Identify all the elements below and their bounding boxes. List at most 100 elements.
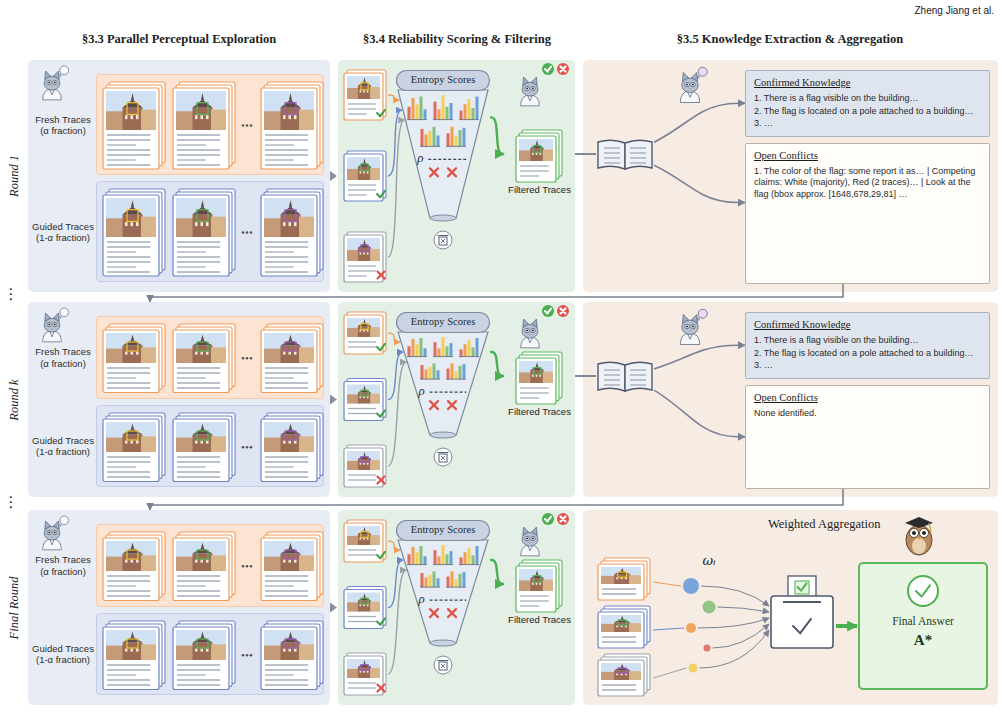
drawing-part [173, 627, 229, 690]
drawing-part [107, 372, 150, 373]
drawing-part [347, 328, 359, 337]
drawing-part [680, 91, 700, 102]
drawing-part [604, 148, 620, 149]
drawing-part [621, 568, 623, 571]
drawing-part [261, 195, 317, 276]
drawing-part [424, 556, 427, 564]
drawing-part [177, 664, 220, 665]
drawing-part [529, 92, 531, 93]
drawing-part [531, 328, 535, 332]
drawing-part [364, 319, 366, 323]
drawing-part [283, 440, 286, 443]
drawing-part [265, 241, 308, 242]
drawing-part [265, 149, 308, 150]
drawing-part [107, 266, 136, 267]
drawing-part [424, 348, 427, 356]
drawing-part [604, 385, 620, 386]
box-item: 3. … [754, 360, 981, 372]
drawing-part [601, 615, 641, 632]
drawing-part [438, 556, 441, 564]
trace-flow [388, 570, 406, 674]
cat-icon [521, 527, 540, 556]
drawing-part [211, 436, 226, 452]
drawing-part [127, 103, 138, 115]
drawing-part [682, 320, 699, 334]
drawing-part [448, 401, 456, 409]
drawing-part [464, 104, 467, 119]
drawing-part [437, 135, 440, 146]
drawing-part [629, 671, 641, 680]
drawing-part [106, 198, 156, 237]
drawing-part [604, 370, 620, 371]
drawing-part [528, 546, 532, 551]
drawing-part [420, 587, 440, 588]
drawing-part [127, 210, 138, 222]
drawing-part [177, 456, 220, 457]
drawing-part [476, 338, 479, 357]
drawing-part [201, 648, 204, 651]
drawing-part [265, 251, 294, 252]
drawing-part [206, 648, 209, 651]
cat-icon [680, 67, 707, 102]
drawing-part [107, 476, 150, 477]
drawing-part [364, 452, 366, 456]
drawing-part [131, 423, 134, 429]
drawing-part [358, 534, 371, 545]
drawing-part [442, 545, 445, 565]
drawing-part [416, 104, 419, 119]
drawing-part [425, 577, 428, 587]
drawing-part [438, 660, 449, 661]
drawing-part [367, 90, 369, 92]
drawing-part [438, 235, 449, 236]
drawing-part [522, 324, 538, 338]
drawing-part [521, 545, 540, 556]
trace-band-art [97, 182, 325, 283]
trace-flow [388, 95, 399, 100]
drawing-part [265, 664, 308, 665]
drawing-part [103, 627, 159, 690]
drawing-part [294, 560, 297, 563]
drawing-part [370, 460, 380, 470]
drawing-part [242, 124, 245, 127]
drawing-part [348, 108, 376, 109]
drawing-part [299, 110, 314, 130]
drawing-part [521, 337, 540, 348]
box-item: 1. There is a flag visible on the buildi… [754, 93, 981, 105]
drawing-part [265, 595, 308, 596]
drawing-part [176, 541, 226, 571]
cat-icon [43, 308, 69, 342]
drawing-part [299, 436, 314, 452]
flow-arrow [490, 352, 504, 376]
drawing-part [367, 171, 369, 173]
drawing-part [370, 168, 380, 180]
drawing-part [463, 572, 466, 587]
drawing-part [265, 372, 308, 373]
drawing-part [370, 249, 380, 261]
drawing-part [281, 434, 301, 451]
drawing-part [536, 140, 538, 144]
drawing-part [689, 664, 698, 673]
drawing-part [429, 367, 432, 379]
drawing-part [246, 653, 249, 656]
drawing-part [106, 437, 124, 451]
drawing-part [264, 218, 282, 237]
threshold-symbol: ρ [417, 151, 423, 165]
drawing-part [358, 392, 371, 403]
round-panel: Final RoundFresh Traces (α fraction)Guid… [28, 510, 330, 705]
trace-card [598, 660, 644, 696]
round-panel: Round 1Fresh Traces (α fraction)Guided T… [28, 60, 330, 292]
drawing-part [107, 246, 150, 247]
drawing-part [107, 382, 150, 383]
drawing-part [433, 564, 453, 565]
drawing-part [602, 636, 636, 637]
entropy-funnel-art [396, 312, 490, 445]
drawing-part [521, 95, 540, 106]
drawing-part [206, 560, 209, 563]
drawing-part [283, 648, 286, 651]
drawing-part [430, 609, 438, 617]
trace-card [261, 88, 317, 169]
drawing-part [430, 168, 438, 176]
drawing-part [348, 687, 376, 688]
drawing-part [125, 440, 128, 443]
trace-band: Fresh Traces (α fraction) [96, 316, 324, 399]
